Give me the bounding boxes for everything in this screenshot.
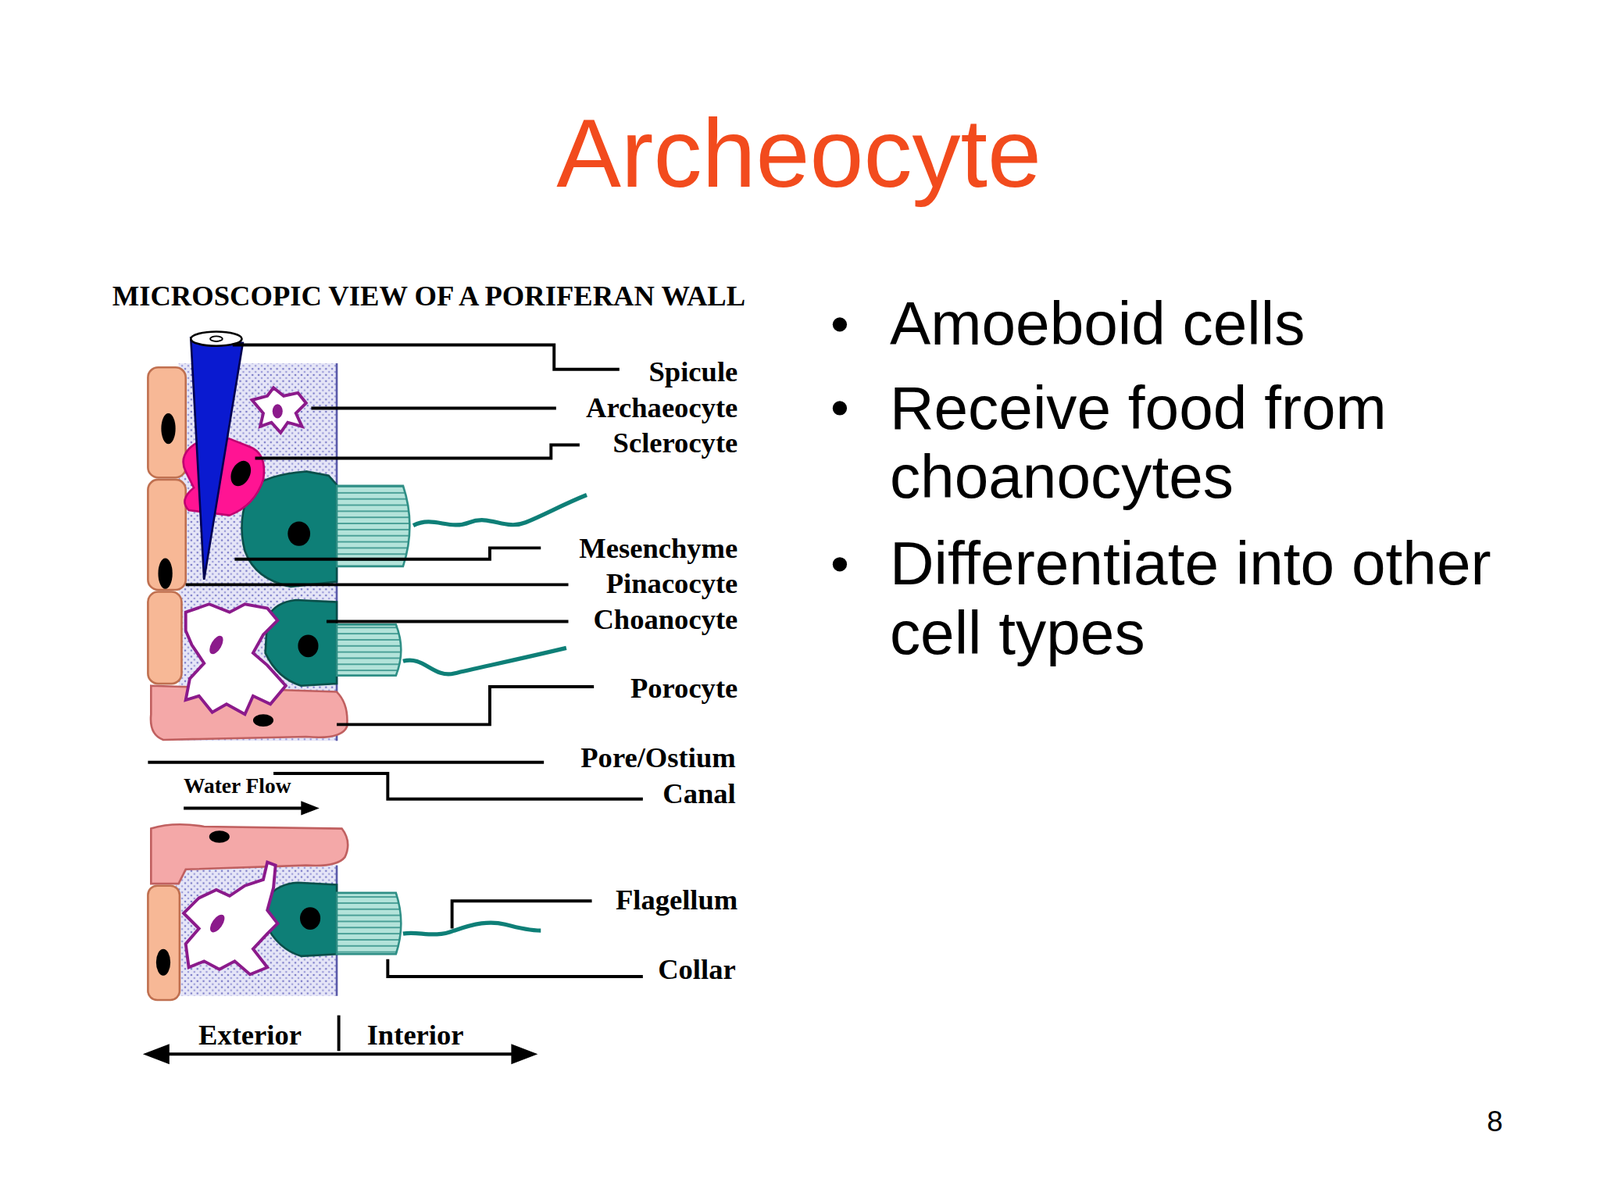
collar xyxy=(336,485,410,567)
part-label: Collar xyxy=(225,952,736,987)
nucleus xyxy=(253,714,274,727)
slide-title: Archeocyte xyxy=(186,96,1411,210)
arrow-head xyxy=(300,800,320,815)
pinacocyte-cell xyxy=(147,885,179,1000)
nucleus xyxy=(209,830,230,843)
nucleus xyxy=(157,557,172,589)
archaeocyte-cell xyxy=(185,603,286,715)
axis-label: Exterior xyxy=(96,1018,404,1054)
nucleus xyxy=(297,634,318,658)
nucleus xyxy=(272,403,283,418)
leader-line xyxy=(147,760,544,765)
leader-line xyxy=(185,582,569,586)
leader-line xyxy=(310,406,556,410)
leader-line xyxy=(273,773,643,800)
part-label: Sclerocyte xyxy=(227,425,738,461)
part-label: Flagellum xyxy=(227,882,738,918)
pinacocyte-cell xyxy=(147,479,186,590)
nucleus xyxy=(207,633,226,657)
leader-line xyxy=(234,547,541,559)
leader-line xyxy=(452,900,593,929)
nucleus xyxy=(300,907,321,930)
part-label: Choanocyte xyxy=(227,602,738,637)
collar xyxy=(336,624,401,675)
axis-divider xyxy=(337,1015,341,1052)
nucleus xyxy=(156,949,171,976)
part-label: Mesenchyme xyxy=(227,531,738,566)
flow-arrow xyxy=(183,806,304,810)
bullet-dot xyxy=(832,557,847,572)
bullet-dot xyxy=(832,400,847,415)
flagellum xyxy=(403,922,541,935)
porocyte-cell xyxy=(150,824,348,884)
archaeocyte-cell xyxy=(252,387,307,433)
axis-label: Interior xyxy=(262,1018,569,1054)
leader-lines xyxy=(147,344,643,976)
part-label: Spicule xyxy=(227,355,738,390)
part-label: Porocyte xyxy=(227,671,738,706)
nucleus xyxy=(226,457,255,490)
nucleus xyxy=(207,912,228,936)
leader-line xyxy=(255,444,580,458)
axis-arrow xyxy=(163,1052,519,1056)
pinacocyte-cell xyxy=(147,592,182,685)
bullet-text: Differentiate into other cell types xyxy=(889,529,1543,669)
flow-label: Water Flow xyxy=(183,772,694,800)
flagellum xyxy=(403,647,567,675)
part-label: Archaeocyte xyxy=(227,390,738,425)
collar xyxy=(336,892,401,954)
spicule-shape xyxy=(190,337,243,580)
part-label: Pore/Ostium xyxy=(225,740,736,775)
archaeocyte-cell xyxy=(183,862,278,975)
part-label: Pinacocyte xyxy=(227,566,738,601)
bullet-dot xyxy=(832,317,847,332)
spicule-canal xyxy=(210,335,223,342)
arrow-head xyxy=(142,1043,170,1065)
page-number: 8 xyxy=(1392,1105,1597,1140)
leader-line xyxy=(326,619,569,623)
leader-line xyxy=(387,959,643,977)
leader-line xyxy=(336,686,594,725)
figure-heading: MICROSCOPIC VIEW OF A PORIFERAN WALL xyxy=(112,278,827,314)
leader-line xyxy=(232,344,620,369)
nucleus xyxy=(160,413,175,444)
arrow-head xyxy=(510,1043,538,1065)
bullet-text: Amoeboid cells xyxy=(889,289,1543,360)
pinacocyte-cell xyxy=(147,367,186,478)
part-label: Canal xyxy=(225,776,736,811)
nucleus xyxy=(287,521,311,546)
flagellum xyxy=(413,494,587,525)
bullet-text: Receive food from choanocytes xyxy=(889,373,1543,513)
